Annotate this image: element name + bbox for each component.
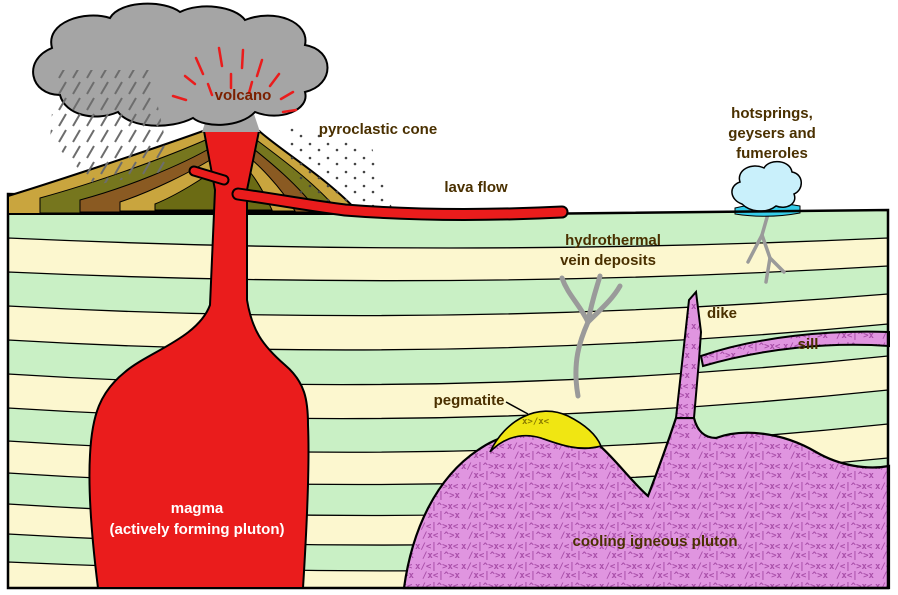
root [768,256,786,274]
vein [573,319,591,399]
label-hotsprings-line1: hotsprings, [731,105,813,122]
vein [585,273,603,325]
magma-spur [190,167,228,184]
spark [217,46,224,68]
steam-plume [731,160,802,212]
hydrothermal-veins [559,273,623,399]
label-pegmatite: pegmatite [434,392,505,409]
eruption-sparks [171,46,298,114]
label-hydrothermal-line2: vein deposits [560,252,656,269]
hotspring-roots [746,212,786,284]
pyroclastic-speckles [285,125,392,212]
pegmatite-pointer-line [505,401,529,415]
label-magma-line2: (actively forming pluton) [109,521,284,538]
label-cooling-pluton: cooling igneous pluton [573,533,738,550]
spark [247,80,254,95]
magma-body [88,130,310,589]
label-lava-flow: lava flow [444,179,508,196]
spark [194,56,205,76]
lava-flow [233,189,567,219]
spark [206,82,214,97]
label-dike: dike [707,305,737,322]
spark [279,90,295,101]
spark [281,108,298,114]
pegmatite-body [489,410,603,453]
spark [171,94,188,102]
pluton-body [402,416,891,590]
dike-body [674,289,703,419]
pegmatite-texture: x>/x< [522,417,550,427]
spark [268,72,281,88]
spark [240,48,245,70]
label-hotsprings-line2: geysers and [728,125,816,142]
label-volcano: volcano [215,87,272,104]
label-sill: sill [798,336,819,353]
vein [559,275,591,325]
rain-hatching [50,70,172,185]
spark [255,58,264,78]
vein [585,283,623,325]
label-hydrothermal-line1: hydrothermal [565,232,661,249]
label-pyroclastic-cone: pyroclastic cone [319,121,437,138]
label-magma-line1: magma [171,500,224,517]
spark [183,74,197,86]
label-hotsprings-line3: fumeroles [736,145,808,162]
